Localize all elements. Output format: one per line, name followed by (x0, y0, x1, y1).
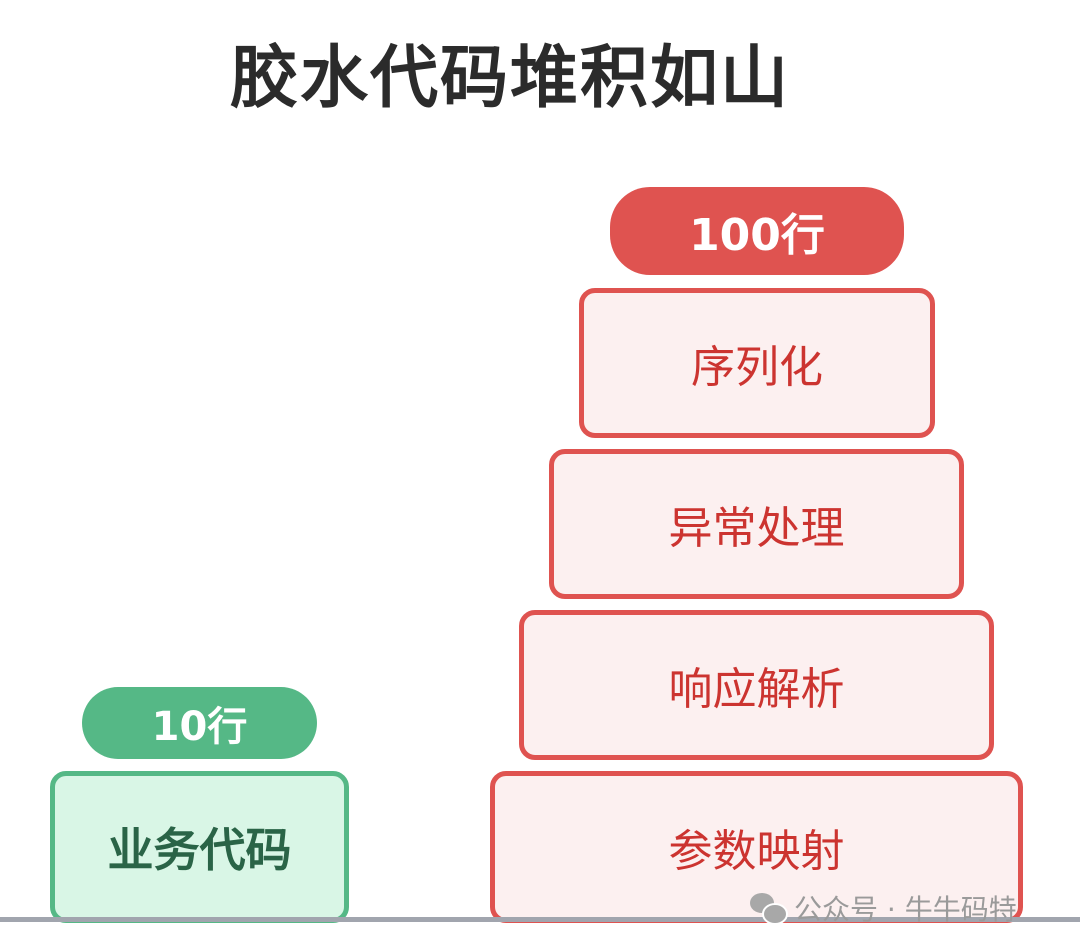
wechat-icon (750, 893, 788, 925)
glue-code-line-count-badge: 100行 (610, 187, 904, 275)
watermark: 公众号 · 牛牛码特 (750, 888, 1017, 928)
exception-handling-block: 异常处理 (549, 449, 964, 599)
business-code-line-count-badge: 10行 (82, 687, 317, 759)
ground-line (0, 917, 1080, 922)
response-parsing-block: 响应解析 (519, 610, 994, 760)
serialization-block: 序列化 (579, 288, 935, 438)
diagram-title: 胶水代码堆积如山 (229, 39, 790, 118)
business-code-block: 业务代码 (50, 771, 349, 923)
watermark-text: 公众号 · 牛牛码特 (794, 893, 1017, 926)
